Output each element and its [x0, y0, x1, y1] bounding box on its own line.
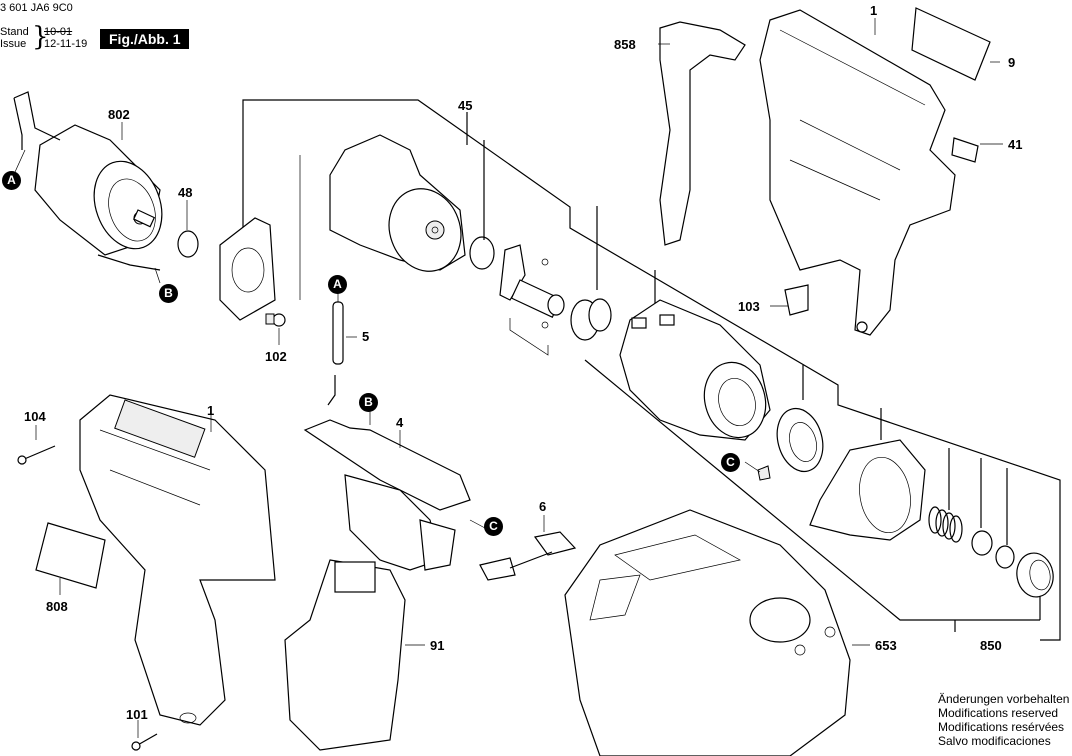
- part-label-653: 653: [875, 638, 897, 653]
- sleeve-drawing: [1016, 552, 1054, 598]
- part-label-104: 104: [24, 409, 46, 424]
- connector-badge-c: C: [721, 453, 740, 472]
- slider-6-drawing: [479, 531, 577, 581]
- screw-102-drawing: [265, 313, 286, 327]
- o-ring-48-drawing: [177, 230, 199, 258]
- disclaimer-line-en: Modifications reserved: [938, 706, 1059, 720]
- part-label-6: 6: [539, 499, 547, 514]
- part-label-808: 808: [46, 599, 68, 614]
- leader-45-lower: [509, 318, 549, 356]
- part-label-102: 102: [265, 349, 287, 364]
- disclaimer-line-fr: Modifications resérvées: [938, 720, 1065, 734]
- strap-858-drawing: [659, 21, 746, 246]
- gearbox-drawing: [329, 134, 466, 272]
- o-ring-drawing: [469, 236, 495, 270]
- spring-drawing: [928, 506, 963, 543]
- figure-label: Fig./Abb. 1: [100, 29, 189, 49]
- issue-label: Issue: [0, 38, 27, 50]
- screw-101-drawing: [131, 733, 158, 751]
- group-bracket-45: [242, 99, 1061, 641]
- washer-drawing: [971, 530, 993, 556]
- connector-badge-a: A: [2, 171, 21, 190]
- part-label-101: 101: [126, 707, 148, 722]
- label-leaders: [14, 18, 1003, 738]
- sticker-9-drawing: [911, 7, 991, 81]
- ring-drawing: [757, 407, 824, 481]
- superseded-date: 10-01: [44, 26, 73, 38]
- part-label-5: 5: [362, 329, 370, 344]
- part-label-4: 4: [396, 415, 404, 430]
- connector-badge-c: C: [484, 517, 503, 536]
- battery-91-drawing: [284, 559, 406, 751]
- sticker-808-drawing: [35, 522, 106, 589]
- part-label-1-top: 1: [870, 3, 878, 18]
- connector-badge-a: A: [328, 275, 347, 294]
- document-number: 3 601 JA6 9C0: [0, 2, 73, 14]
- brace-icon: }: [32, 22, 49, 52]
- connector-badge-b: B: [159, 284, 178, 303]
- disclaimer-line-es: Salvo modificaciones: [938, 734, 1051, 748]
- leader-850-a: [584, 359, 1040, 621]
- current-date: 12-11-19: [44, 38, 88, 50]
- modifications-disclaimer: Änderungen vorbehalten Modifications res…: [938, 692, 1069, 748]
- part-label-1-left: 1: [207, 403, 215, 418]
- part-label-41: 41: [1008, 137, 1023, 152]
- part-label-48: 48: [178, 185, 193, 200]
- retaining-ring-drawing: [995, 545, 1015, 569]
- part-label-91: 91: [430, 638, 445, 653]
- screw-104-drawing: [17, 445, 56, 465]
- part-label-45: 45: [458, 98, 473, 113]
- stand-label: Stand: [0, 26, 29, 38]
- clip-103-drawing: [784, 284, 809, 316]
- flange-drawing: [219, 217, 276, 321]
- part-label-850: 850: [980, 638, 1002, 653]
- part-label-858: 858: [614, 37, 636, 52]
- switch-4-drawing: [303, 375, 471, 571]
- part-label-802: 802: [108, 107, 130, 122]
- connector-badge-b: B: [359, 393, 378, 412]
- disclaimer-line-de: Änderungen vorbehalten: [938, 692, 1070, 706]
- led-cover-41-drawing: [951, 137, 979, 163]
- pin-5-drawing: [332, 301, 344, 365]
- anvil-sleeve-drawing: [570, 298, 612, 341]
- part-label-9: 9: [1008, 55, 1016, 70]
- housing-left-drawing: [79, 394, 276, 726]
- spindle-drawing: [499, 244, 565, 329]
- nose-cap-drawing: [809, 439, 926, 541]
- housing-right-drawing: [759, 9, 956, 336]
- motor-802-drawing: [13, 91, 163, 271]
- charger-653-drawing: [564, 509, 851, 756]
- part-label-103: 103: [738, 299, 760, 314]
- nose-housing-drawing: [619, 299, 771, 441]
